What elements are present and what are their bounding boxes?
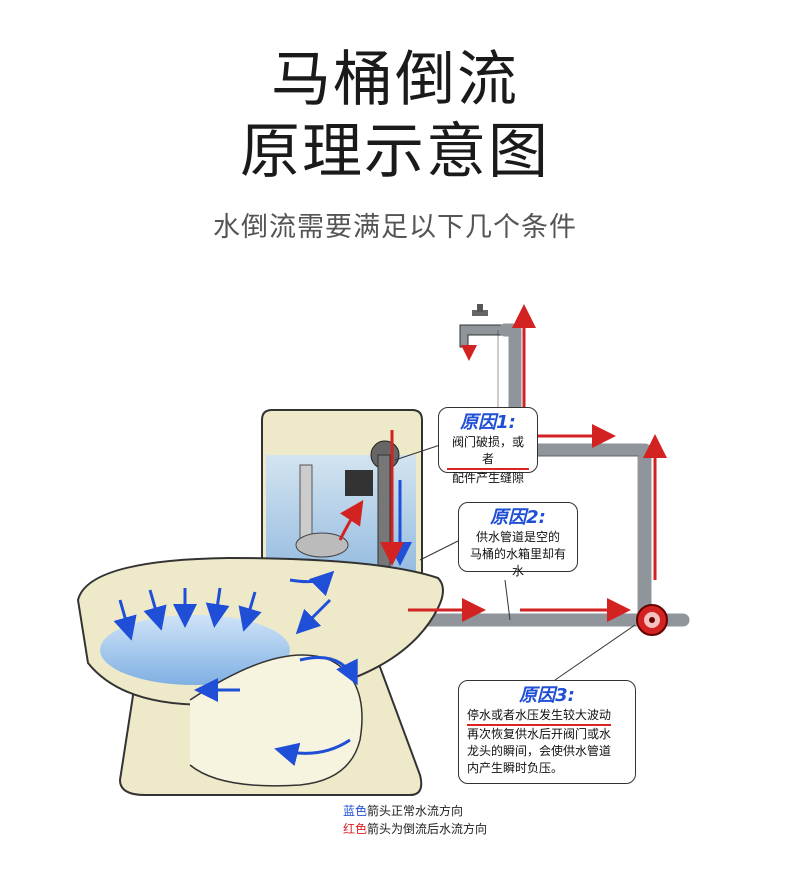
callout-reason-3: 原因3: 停水或者水压发生较大波动 再次恢复供水后开阀门或水 龙头的瞬间，会使供… xyxy=(458,680,636,784)
callout-reason-1: 原因1: 阀门破损，或者 配件产生缝隙 xyxy=(438,407,538,485)
legend-red-text: 箭头为倒流后水流方向 xyxy=(367,822,488,836)
legend-blue: 蓝色箭头正常水流方向 xyxy=(343,803,463,819)
callout-2-line-1: 供水管道是空的 xyxy=(475,530,560,544)
title-line-1: 马桶倒流 xyxy=(271,45,519,115)
callout-2-heading: 原因2: xyxy=(490,507,546,528)
title-line-2: 原理示意图 xyxy=(240,117,550,187)
legend-red: 红色箭头为倒流后水流方向 xyxy=(343,821,487,837)
callout-3-line-1: 停水或者水压发生较大波动 xyxy=(467,707,612,726)
callout-3-line-2: 再次恢复供水后开阀门或水 xyxy=(467,727,612,741)
callout-3-line-4: 内产生瞬时负压。 xyxy=(467,761,564,775)
legend-blue-word: 蓝色 xyxy=(343,804,368,818)
legend-blue-text: 箭头正常水流方向 xyxy=(367,804,464,818)
callout-1-heading: 原因1: xyxy=(460,412,516,433)
toilet-bowl xyxy=(76,556,444,796)
legend-red-word: 红色 xyxy=(343,822,368,836)
callout-reason-2: 原因2: 供水管道是空的 马桶的水箱里却有水 xyxy=(458,502,578,578)
callout-2-line-2: 马桶的水箱里却有水 xyxy=(469,547,566,578)
callout-3-heading: 原因3: xyxy=(519,685,575,706)
callout-1-line-1: 阀门破损，或者 xyxy=(447,434,529,470)
subtitle: 水倒流需要满足以下几个条件 xyxy=(213,212,577,243)
callout-1-line-2: 配件产生缝隙 xyxy=(451,471,524,485)
callout-3-line-3: 龙头的瞬间，会使供水管道 xyxy=(467,744,612,758)
valve-icon xyxy=(636,604,668,636)
